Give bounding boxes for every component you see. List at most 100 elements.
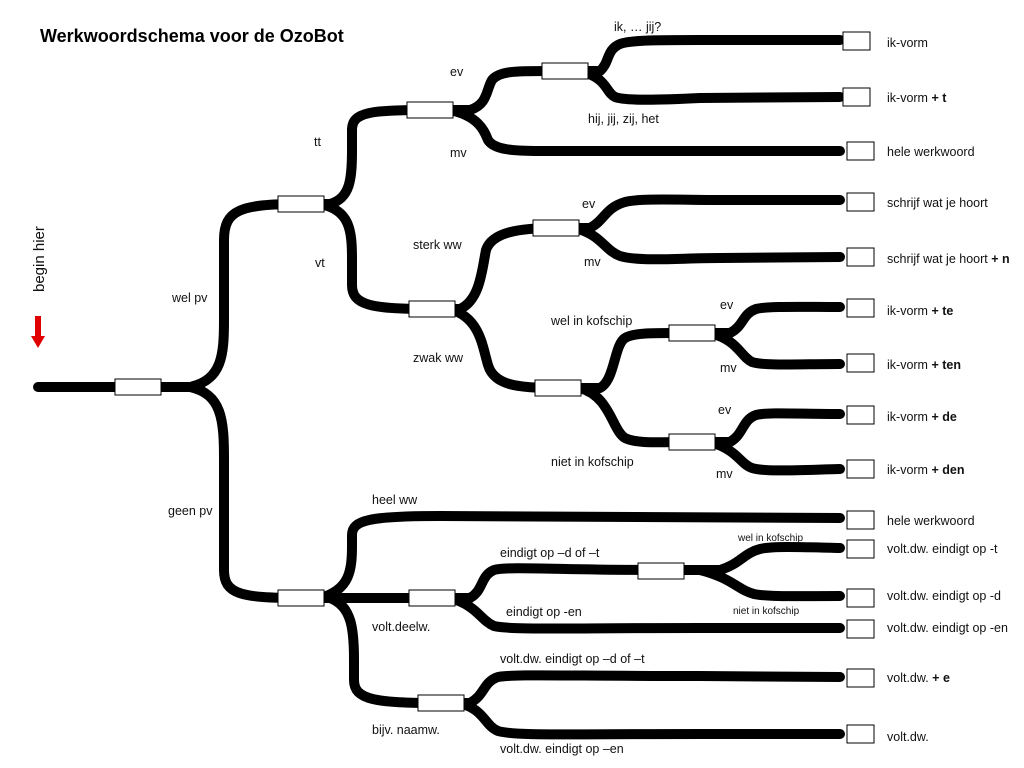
path-niet-ev bbox=[685, 408, 845, 447]
end-box-3 bbox=[846, 141, 875, 161]
code-box-zwak bbox=[534, 379, 582, 397]
label-wel-pv: wel pv bbox=[171, 291, 208, 305]
path-eindigt-dt bbox=[425, 563, 665, 603]
end-box-15 bbox=[846, 724, 875, 744]
page-title: Werkwoordschema voor de OzoBot bbox=[40, 26, 344, 46]
path-sterk-ev bbox=[550, 194, 845, 233]
outcome-11: volt.dw. eindigt op -t bbox=[887, 542, 998, 556]
path-niet-kofschip bbox=[575, 383, 695, 448]
end-box-14 bbox=[846, 668, 875, 688]
label-niet-kofschip: niet in kofschip bbox=[551, 455, 634, 469]
path-sterk bbox=[425, 223, 560, 314]
path-tt-ev bbox=[425, 65, 565, 115]
label-wel-kofschip: wel in kofschip bbox=[550, 314, 632, 328]
outcome-1: ik-vorm bbox=[887, 36, 928, 50]
path-vt bbox=[315, 199, 435, 314]
end-box-11 bbox=[846, 539, 875, 559]
code-box-wel-pv bbox=[277, 195, 325, 213]
code-box-geen-pv bbox=[277, 589, 325, 607]
label-heel-ww: heel ww bbox=[372, 493, 418, 507]
outcome-13: volt.dw. eindigt op -en bbox=[887, 621, 1008, 635]
label-niet-kofschip-small: niet in kofschip bbox=[733, 606, 800, 617]
code-box-tt-ev bbox=[541, 62, 589, 80]
end-box-12 bbox=[846, 588, 875, 608]
end-box-5 bbox=[846, 247, 875, 267]
path-bijv-en bbox=[455, 698, 845, 740]
label-ik-jij: ik, … jij? bbox=[614, 20, 661, 34]
label-eindigt-en: eindigt op -en bbox=[506, 605, 582, 619]
outcome-14: volt.dw. + e bbox=[887, 671, 950, 685]
code-box-wel-kofschip bbox=[668, 324, 716, 342]
end-box-7 bbox=[846, 353, 875, 373]
code-box-sterk bbox=[532, 219, 580, 237]
label-volt-deelw: volt.deelw. bbox=[372, 620, 430, 634]
outcome-12: volt.dw. eindigt op -d bbox=[887, 589, 1001, 603]
outcome-15: volt.dw. bbox=[887, 730, 929, 744]
label-niet-mv: mv bbox=[716, 467, 733, 481]
end-box-10 bbox=[846, 510, 875, 530]
code-box-tt bbox=[406, 101, 454, 119]
label-bijv-naamw: bijv. naamw. bbox=[372, 723, 440, 737]
path-heel-ww bbox=[315, 511, 845, 603]
code-box-niet-kofschip bbox=[668, 433, 716, 451]
label-tt-ev: ev bbox=[450, 65, 464, 79]
label-bijv-en: volt.dw. eindigt op –en bbox=[500, 742, 624, 756]
code-box-bijv-naamw bbox=[417, 694, 465, 712]
path-zwak bbox=[445, 304, 561, 393]
label-tt-mv: mv bbox=[450, 146, 467, 160]
end-box-9 bbox=[846, 459, 875, 479]
path-split-pv bbox=[185, 199, 305, 392]
label-vt: vt bbox=[315, 256, 325, 270]
path-niet-mv bbox=[705, 437, 845, 476]
label-zwak-ww: zwak ww bbox=[413, 351, 464, 365]
label-sterk-mv: mv bbox=[584, 255, 601, 269]
path-sterk-mv bbox=[570, 223, 845, 265]
outcome-7: ik-vorm + ten bbox=[887, 358, 961, 372]
label-wel-kofschip-small: wel in kofschip bbox=[737, 533, 803, 544]
end-box-8 bbox=[846, 405, 875, 425]
label-tt: tt bbox=[314, 135, 321, 149]
path-eindigt-t bbox=[655, 542, 845, 575]
start-arrow-icon bbox=[31, 316, 45, 348]
path-geen-pv bbox=[185, 382, 305, 603]
path-bijv-naamw bbox=[325, 593, 445, 708]
path-wel-kofschip bbox=[551, 327, 695, 393]
path-bijv-dt bbox=[435, 670, 845, 708]
code-box-start bbox=[114, 378, 162, 396]
outcome-9: ik-vorm + den bbox=[887, 463, 964, 477]
path-tt bbox=[295, 105, 435, 209]
outcome-3: hele werkwoord bbox=[887, 145, 975, 159]
outcome-10: hele werkwoord bbox=[887, 514, 975, 528]
label-wel-mv: mv bbox=[720, 361, 737, 375]
end-box-6 bbox=[846, 298, 875, 318]
start-label: begin hier bbox=[31, 226, 48, 292]
label-niet-ev: ev bbox=[718, 403, 732, 417]
path-wel-ev bbox=[685, 301, 845, 338]
end-box-4 bbox=[846, 192, 875, 212]
path-ik-jij bbox=[555, 35, 845, 76]
outcome-4: schrijf wat je hoort bbox=[887, 196, 988, 210]
end-box-1 bbox=[842, 31, 871, 51]
label-hij-jij: hij, jij, zij, het bbox=[588, 112, 659, 126]
label-wel-ev: ev bbox=[720, 298, 734, 312]
label-sterk-ww: sterk ww bbox=[413, 238, 463, 252]
label-bijv-dt: volt.dw. eindigt op –d of –t bbox=[500, 652, 645, 666]
path-eindigt-en bbox=[445, 593, 845, 634]
code-box-volt-deelw bbox=[408, 589, 456, 607]
path-eindigt-d bbox=[695, 565, 845, 602]
outcome-2: ik-vorm + t bbox=[887, 91, 947, 105]
end-box-2 bbox=[842, 87, 871, 107]
label-geen-pv: geen pv bbox=[168, 504, 213, 518]
code-box-eindigt-dt bbox=[637, 562, 685, 580]
code-box-vt bbox=[408, 300, 456, 318]
outcome-5: schrijf wat je hoort + n bbox=[887, 252, 1010, 266]
outcome-8: ik-vorm + de bbox=[887, 410, 957, 424]
path-wel-mv bbox=[705, 328, 845, 370]
outcome-6: ik-vorm + te bbox=[887, 304, 953, 318]
end-box-13 bbox=[846, 619, 875, 639]
label-sterk-ev: ev bbox=[582, 197, 596, 211]
path-hij-jij bbox=[575, 66, 845, 105]
label-eindigt-dt: eindigt op –d of –t bbox=[500, 546, 600, 560]
path-tt-mv bbox=[445, 105, 845, 156]
